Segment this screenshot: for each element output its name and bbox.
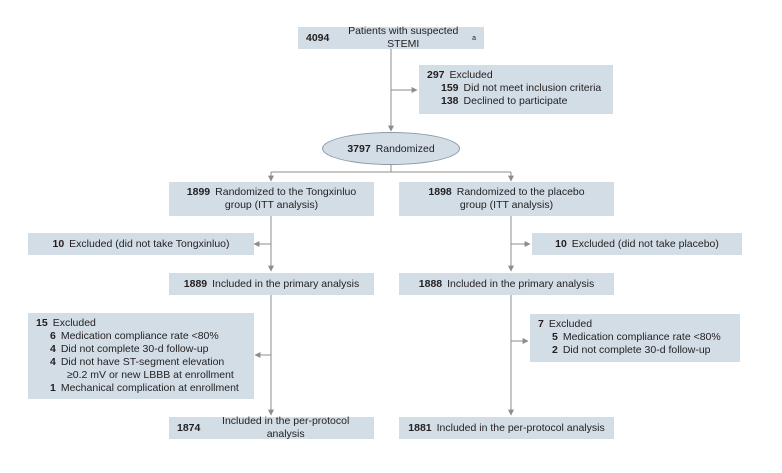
- left-excluded-pp-count: 15: [36, 317, 48, 329]
- excluded-pre-count: 297: [427, 69, 445, 81]
- right-per-protocol-box: 1881 Included in the per-protocol analys…: [399, 417, 614, 439]
- screening-label: Patients with suspected STEMI: [348, 25, 459, 50]
- right-excluded-pp-label: Excluded: [548, 318, 593, 330]
- right-excluded-pp-count: 7: [538, 318, 544, 330]
- right-excluded-pp-item-count: 5: [552, 331, 558, 343]
- right-excluded-itt-count: 10: [555, 237, 567, 250]
- right-primary-text: Included in the primary analysis: [447, 277, 595, 290]
- randomized-count: 3797: [347, 142, 371, 155]
- screening-count: 4094: [306, 31, 330, 44]
- left-primary-box: 1889 Included in the primary analysis: [169, 273, 374, 295]
- right-excluded-itt-box: 10 Excluded (did not take placebo): [532, 233, 742, 255]
- left-excluded-pp-item-count: 4: [50, 343, 56, 355]
- left-excluded-pp-item-text: Did not complete 30-d follow-up: [60, 343, 209, 355]
- right-per-protocol-text: Included in the per-protocol analysis: [436, 421, 605, 434]
- excluded-pre-item-count: 159: [441, 82, 459, 94]
- right-excluded-pp-item-text: Did not complete 30-d follow-up: [562, 344, 711, 356]
- randomized-ellipse: 3797 Randomized: [322, 132, 460, 165]
- right-per-protocol-count: 1881: [408, 421, 432, 434]
- excluded-pre-item-text: Did not meet inclusion criteria: [463, 82, 602, 94]
- right-primary-box: 1888 Included in the primary analysis: [399, 273, 614, 295]
- right-excluded-itt-text: Excluded (did not take placebo): [571, 237, 719, 250]
- randomized-label: Randomized: [375, 142, 435, 155]
- excluded-pre-item-text: Declined to participate: [463, 95, 568, 107]
- screening-box: 4094 Patients with suspected STEMI a: [298, 25, 484, 50]
- left-excluded-pp-item-count: 4: [50, 356, 56, 368]
- right-excluded-pp-item-count: 2: [552, 344, 558, 356]
- left-excluded-itt-box: 10 Excluded (did not take Tongxinluo): [28, 233, 254, 255]
- right-allocated-line1: Randomized to the placebo: [456, 186, 585, 198]
- left-excluded-itt-count: 10: [52, 237, 65, 250]
- left-excluded-pp-item-text: Medication compliance rate <80%: [60, 330, 219, 342]
- left-allocated-line2: group (ITT analysis): [224, 199, 319, 211]
- left-excluded-pp-item-text: Mechanical complication at enrollment: [60, 382, 239, 394]
- left-allocated-line1: Randomized to the Tongxinluo: [215, 186, 357, 198]
- left-per-protocol-box: 1874 Included in the per-protocol analys…: [169, 415, 374, 440]
- left-per-protocol-text: Included in the per-protocol analysis: [222, 415, 350, 440]
- screening-footnote: a: [472, 34, 476, 42]
- left-primary-text: Included in the primary analysis: [212, 277, 360, 290]
- right-excluded-pp-item-text: Medication compliance rate <80%: [562, 331, 721, 343]
- excluded-pre-item-count: 138: [441, 95, 459, 107]
- right-primary-count: 1888: [418, 277, 443, 290]
- left-allocated-count: 1899: [186, 186, 211, 198]
- right-excluded-pp-box: 7 Excluded 5 Medication compliance rate <8…: [530, 314, 740, 362]
- left-excluded-pp-item-count: 6: [50, 330, 56, 342]
- left-per-protocol-count: 1874: [177, 421, 201, 434]
- left-excluded-pp-box: 15 Excluded 6 Medication compliance rate <…: [28, 313, 254, 399]
- left-primary-count: 1889: [183, 277, 208, 290]
- excluded-pre-box: 297 Excluded 159 Did not meet inclusion cr…: [419, 65, 613, 114]
- left-excluded-pp-item-count: 1: [50, 382, 56, 394]
- right-allocated-box: 1898 Randomized to the placebo group (ITT…: [399, 182, 614, 216]
- right-allocated-count: 1898: [428, 186, 452, 198]
- left-excluded-pp-item-text: Did not have ST-segment elevation: [60, 356, 225, 368]
- left-allocated-box: 1899 Randomized to the Tongxinluo group (…: [169, 182, 374, 216]
- left-excluded-itt-text: Excluded (did not take Tongxinluo): [69, 237, 230, 250]
- left-excluded-pp-label: Excluded: [52, 317, 96, 329]
- right-allocated-line2: group (ITT analysis): [459, 199, 554, 211]
- excluded-pre-label: Excluded: [449, 69, 493, 81]
- left-excluded-pp-item-continuation: ≥0.2 mV or new LBBB at enrollment: [67, 369, 234, 381]
